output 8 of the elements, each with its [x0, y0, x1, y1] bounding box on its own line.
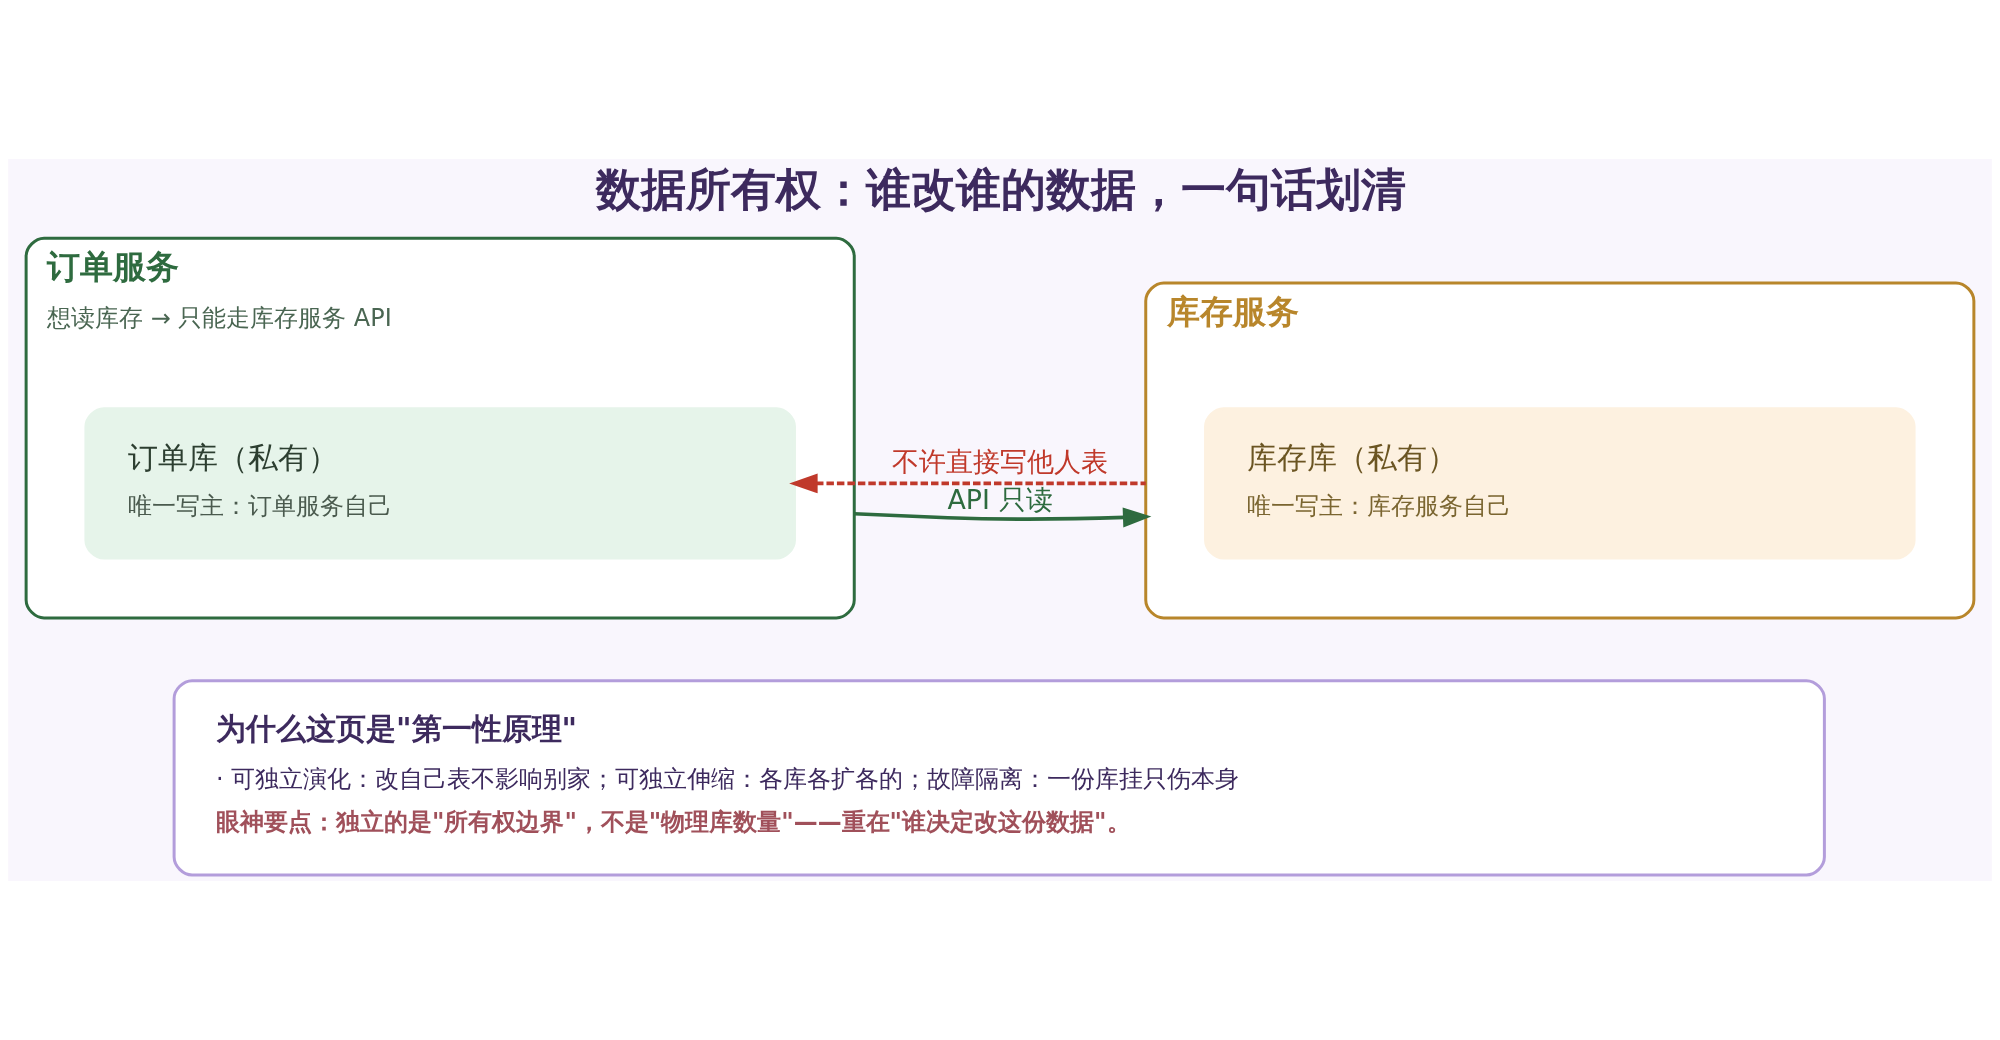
- arrow: [789, 473, 1146, 494]
- edge-label: 不许直接写他人表: [892, 445, 1108, 477]
- node-box: 为什么这页是"第一性原理" · 可独立演化：改自己表不影响别家；可独立伸缩：各库各扩各的；故障隔离：一份库挂只伤本身 眼神要点：独立的是"所有权边界"，不是"物理库数量"——重在"谁决定改这份数据"。: [172, 679, 1826, 877]
- arrow: [854, 507, 1152, 528]
- node-box: 订单库（私有） 唯一写主：订单服务自己: [84, 407, 796, 560]
- edge-label: API 只读: [947, 484, 1053, 516]
- diagram-title: 数据所有权：谁改谁的数据，一句话划清: [595, 163, 1406, 217]
- node-box: 库存库（私有） 唯一写主：库存服务自己: [1204, 407, 1916, 560]
